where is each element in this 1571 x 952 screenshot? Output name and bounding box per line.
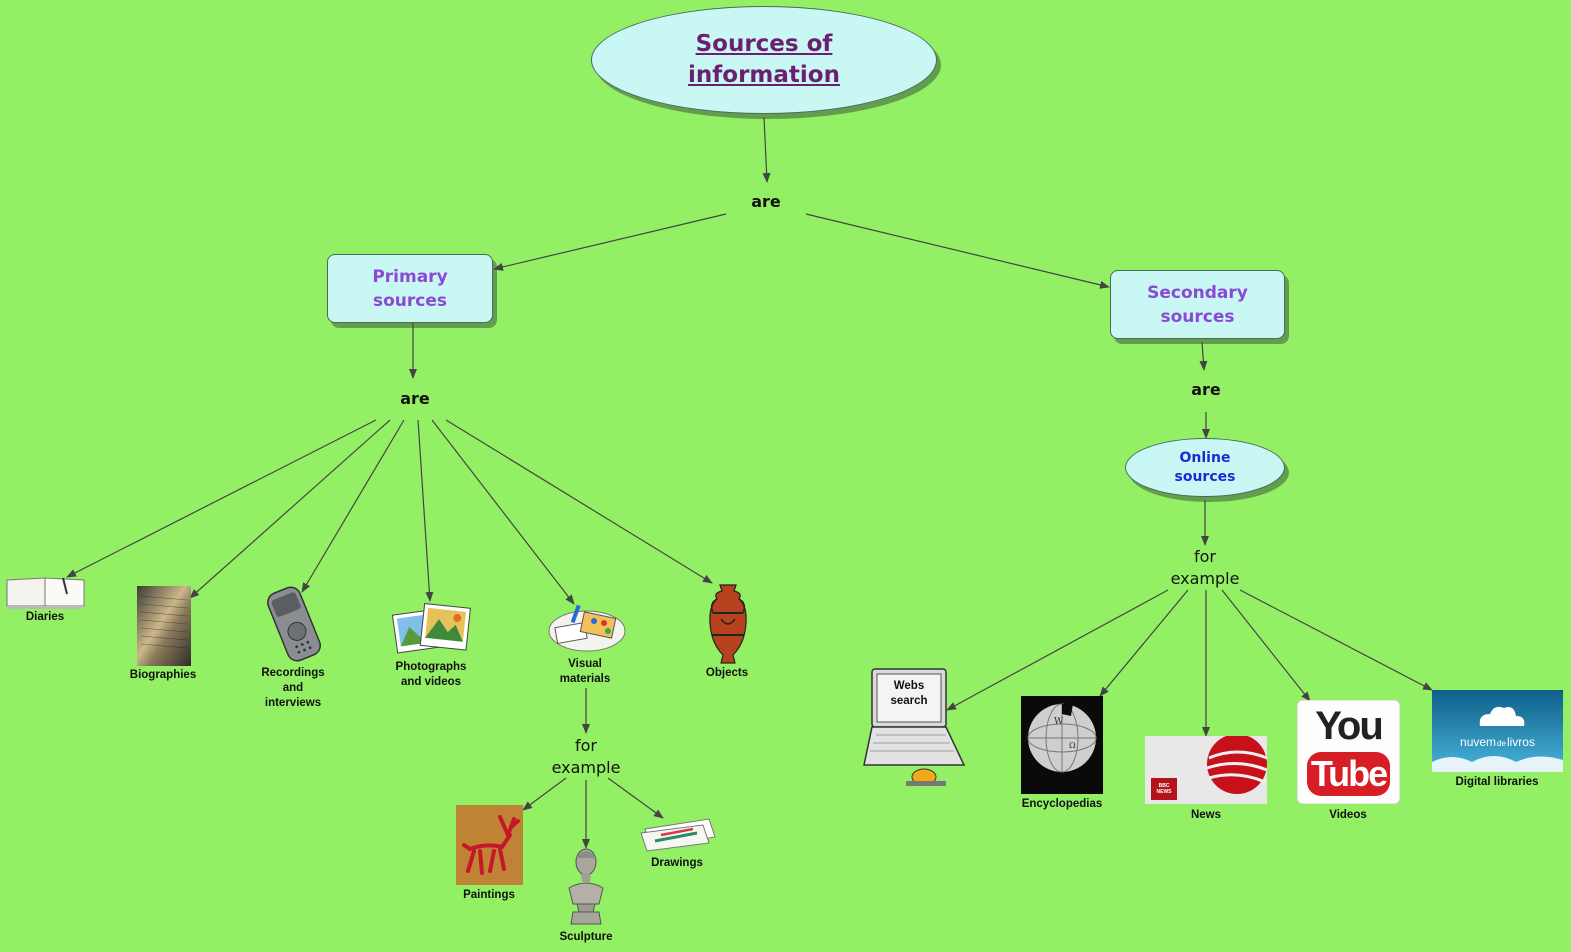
nuvem-graphic — [1432, 690, 1563, 772]
link-are-top: are — [751, 192, 781, 211]
recordings-label-line3: interviews — [264, 697, 322, 709]
nuvem-logo-part2: de — [1497, 739, 1506, 748]
connector-to-videos — [1221, 589, 1311, 702]
root-concept[interactable]: Sources of information — [591, 6, 937, 114]
recordings-label: Recordings and interviews — [243, 666, 343, 711]
videos-label: Videos — [1329, 809, 1367, 821]
connector-are-secondary — [805, 213, 1110, 289]
diaries-label: Diaries — [25, 611, 65, 623]
link-are-primary: are — [400, 389, 430, 408]
for-example-online-line2: example — [1170, 569, 1240, 588]
connector-to-paintings — [522, 777, 567, 811]
connector-to-drawings — [607, 777, 664, 819]
diary-icon[interactable] — [5, 574, 87, 610]
connector-to-biographies — [189, 419, 391, 599]
primary-line2: sources — [372, 290, 447, 311]
primary-line1: Primary — [372, 266, 448, 287]
connector-secondary-are — [1199, 341, 1208, 371]
web-search-line2: search — [890, 695, 928, 707]
connector-are-primary — [493, 213, 727, 271]
news-graphic — [1145, 736, 1267, 804]
visual-materials-icon[interactable] — [546, 603, 628, 655]
visual-materials-label: Visual materials — [535, 657, 635, 687]
nuvem-de-livros-icon[interactable]: nuvemdelivros — [1432, 690, 1563, 772]
photographs-label-line2: and videos — [400, 676, 462, 688]
youtube-tube-text: Tube — [1310, 753, 1388, 794]
news-logo-text: BBC NEWS — [1156, 783, 1172, 795]
recordings-label-line1: Recordings — [261, 667, 325, 679]
wikipedia-globe-icon[interactable]: W Ω — [1021, 696, 1103, 794]
visual-label-line1: Visual — [568, 658, 602, 670]
objects-label: Objects — [705, 667, 749, 679]
online-line1: Online — [1179, 449, 1231, 466]
youtube-graphic — [1297, 700, 1400, 804]
secondary-sources-concept[interactable]: Secondary sources — [1110, 270, 1285, 339]
cave-painting-deer-icon[interactable] — [456, 805, 523, 885]
recordings-label-line2: and — [282, 682, 304, 694]
for-example-visual-line1: for — [575, 736, 597, 755]
connector-to-websearch — [946, 589, 1169, 711]
primary-sources-concept[interactable]: Primary sources — [327, 254, 493, 323]
voice-recorder-icon[interactable] — [259, 584, 329, 664]
secondary-line1: Secondary — [1147, 282, 1248, 303]
for-example-visual-line2: example — [551, 758, 621, 777]
photographs-icon[interactable] — [392, 602, 472, 658]
connector-to-encyclopedias — [1099, 589, 1189, 697]
nuvem-logo-part3: livros — [1506, 735, 1535, 749]
connector-to-photographs — [417, 419, 434, 602]
bbc-news-icon[interactable]: BBC NEWS — [1145, 736, 1267, 804]
root-title-line2: information — [688, 62, 840, 88]
nuvem-logo-text: nuvemdelivros — [1432, 735, 1563, 751]
connector-to-recordings — [301, 419, 405, 593]
online-sources-concept[interactable]: Online sources — [1125, 438, 1285, 497]
web-search-line1: Webs — [893, 680, 925, 692]
laptop-graphic — [863, 668, 966, 786]
biographies-label: Biographies — [129, 669, 197, 681]
biography-book-icon[interactable] — [137, 586, 191, 666]
svg-text:Ω: Ω — [1069, 741, 1076, 750]
link-are-secondary: are — [1191, 380, 1221, 399]
nuvem-logo-part1: nuvem — [1460, 735, 1497, 749]
amphora-vase-icon[interactable] — [707, 583, 749, 665]
for-example-online: for example — [1150, 546, 1260, 590]
online-line2: sources — [1174, 468, 1236, 485]
connector-to-digital-libraries — [1239, 589, 1433, 691]
secondary-line2: sources — [1160, 306, 1235, 327]
svg-text:W: W — [1054, 717, 1064, 727]
digital-libraries-label: Digital libraries — [1455, 776, 1539, 788]
sculpture-bust-icon[interactable] — [563, 846, 609, 928]
paintings-label: Paintings — [463, 889, 515, 901]
drawings-icon[interactable] — [639, 815, 717, 853]
root-title-line1: Sources of — [695, 31, 833, 57]
drawings-label: Drawings — [651, 857, 703, 869]
visual-label-line2: materials — [559, 673, 611, 685]
for-example-online-line1: for — [1194, 547, 1216, 566]
connector-to-diaries — [66, 419, 377, 578]
web-search-screen-text: Webs search — [877, 679, 941, 709]
photographs-label: Photographs and videos — [381, 660, 481, 690]
sculpture-label: Sculpture — [559, 931, 613, 943]
youtube-icon[interactable]: You Tube — [1297, 700, 1400, 804]
encyclopedias-label: Encyclopedias — [1021, 798, 1103, 810]
connector-to-visual — [431, 419, 575, 605]
web-search-laptop-icon[interactable]: Webs search — [862, 667, 966, 789]
connector-root-are — [762, 116, 771, 183]
news-label: News — [1190, 809, 1222, 821]
youtube-you-text: You — [1315, 704, 1384, 748]
connector-to-objects — [445, 419, 713, 584]
photographs-label-line1: Photographs — [395, 661, 467, 673]
for-example-visual: for example — [531, 735, 641, 779]
